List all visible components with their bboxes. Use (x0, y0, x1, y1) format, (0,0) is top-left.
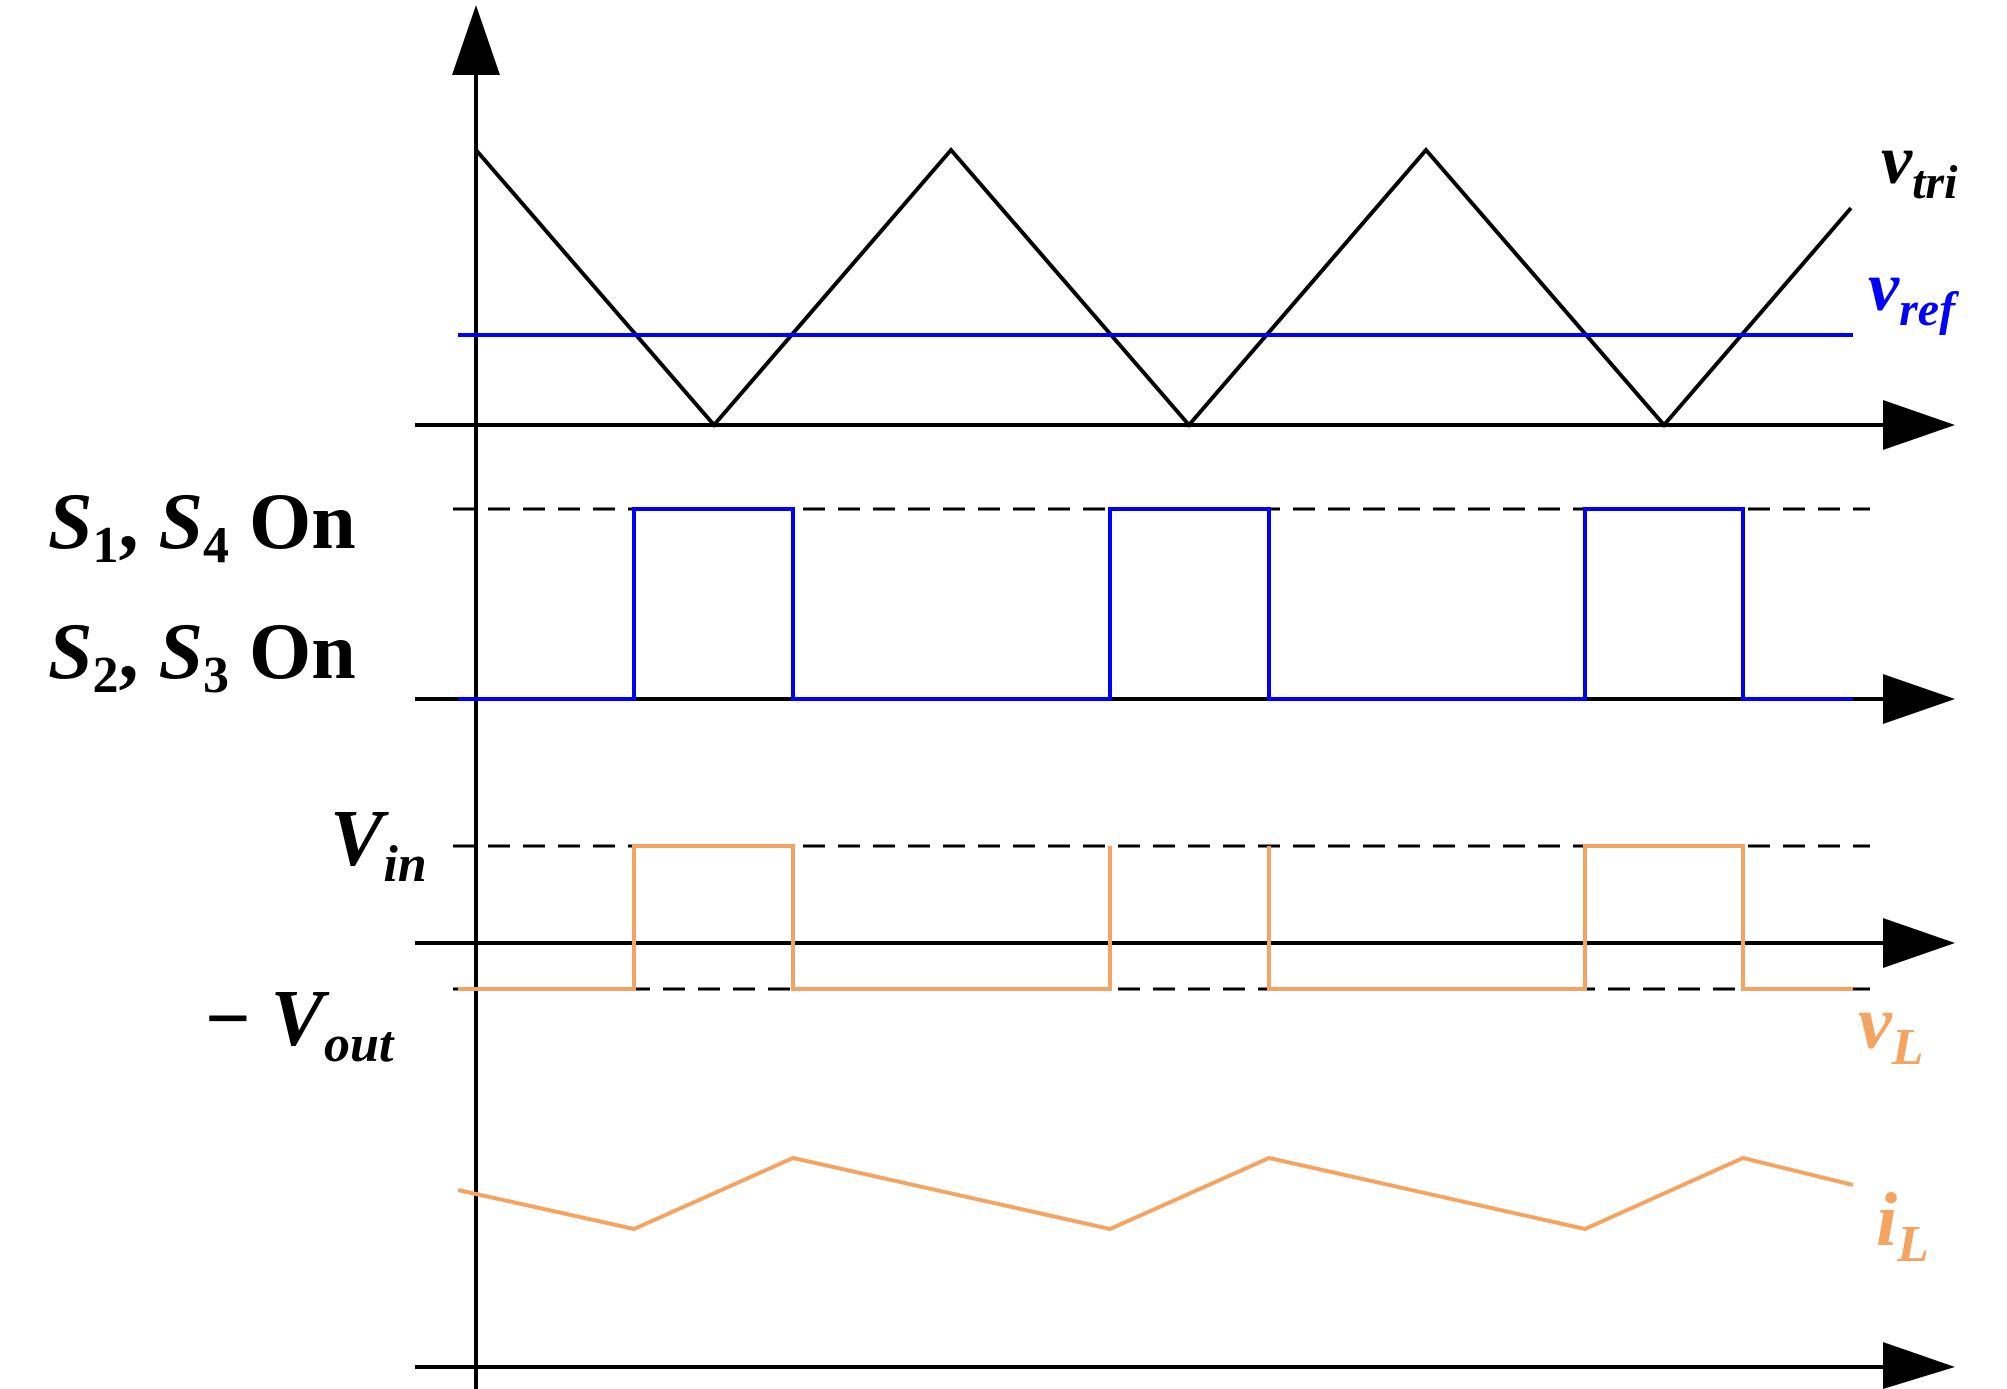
v-out-main: V (271, 975, 330, 1063)
s23-on: On (229, 608, 356, 696)
v-tri-sub: tri (1912, 156, 1958, 209)
i-l-label: iL (1876, 1178, 1929, 1273)
v-tri-label: vtri (1881, 122, 1958, 209)
time-axis-3 (415, 918, 1955, 968)
inductor-voltage-wave-part2 (1267, 844, 1853, 991)
time-axis-2 (415, 674, 1955, 724)
time-axis-2-arrowhead (1883, 674, 1955, 724)
inductor-current-wave (457, 1155, 1854, 1232)
time-axis-1-arrowhead (1883, 400, 1955, 450)
i-l-main: i (1876, 1178, 1897, 1262)
s3-sub: 3 (203, 647, 229, 704)
neg-v-out-label: − Vout (205, 975, 395, 1073)
s2-s3-on-label: S2, S3 On (48, 608, 356, 704)
s14-on: On (229, 478, 356, 566)
s4-sub: 4 (203, 517, 229, 574)
s1-sub: 1 (93, 517, 119, 574)
v-ref-sub: ref (1899, 283, 1959, 336)
v-in-sub: in (383, 836, 426, 893)
s3-letter: S (159, 608, 204, 696)
s4-letter: S (159, 478, 204, 566)
v-in-main: V (330, 795, 389, 883)
inductor-voltage-wave (458, 844, 1112, 991)
vertical-axis (452, 5, 500, 1389)
v-in-label: Vin (330, 795, 427, 893)
v-ref-main: v (1868, 249, 1900, 326)
s14-sep: , (119, 478, 159, 566)
v-tri-main: v (1881, 122, 1913, 199)
s1-s4-on-label: S1, S4 On (48, 478, 356, 574)
switching-signal-wave (458, 507, 1853, 701)
v-l-main: v (1858, 981, 1893, 1065)
triangle-carrier-wave (474, 146, 1853, 429)
neg-sign: − (205, 975, 271, 1063)
time-axis-4-arrowhead (1883, 1342, 1955, 1389)
s2-letter: S (48, 608, 93, 696)
v-out-sub: out (324, 1016, 395, 1073)
time-axis-3-arrowhead (1883, 918, 1955, 968)
s2-sub: 2 (93, 647, 119, 704)
s23-sep: , (119, 608, 159, 696)
v-l-sub: L (1891, 1019, 1924, 1076)
vertical-axis-arrowhead (452, 5, 500, 75)
i-l-sub: L (1896, 1216, 1929, 1273)
time-axis-1 (415, 400, 1955, 450)
v-ref-label: vref (1868, 249, 1959, 336)
v-l-label: vL (1858, 981, 1924, 1076)
time-axis-4 (415, 1342, 1955, 1389)
s1-letter: S (48, 478, 93, 566)
